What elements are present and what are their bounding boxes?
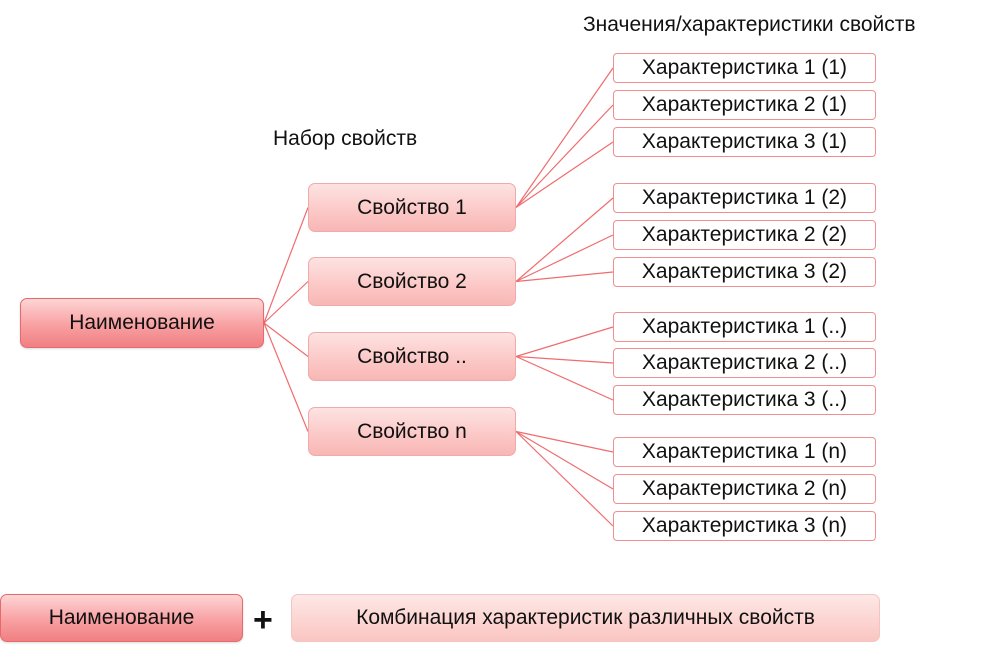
value-node-1-1: Характеристика 1 (1)	[613, 53, 876, 83]
connector-property-1-value-2	[515, 104, 614, 208]
connector-property-2-value-2	[515, 234, 614, 283]
connector-property-4-value-2	[515, 430, 614, 490]
value-node-4-2: Характеристика 2 (n)	[613, 474, 876, 504]
connector-property-3-value-1	[515, 326, 614, 358]
connector-property-3-value-3	[515, 355, 614, 401]
plus-sign: +	[253, 601, 273, 639]
value-node-3-3: Характеристика 3 (..)	[613, 385, 876, 415]
formula-name-box: Наименование	[0, 594, 243, 642]
connector-root-property-1	[263, 207, 309, 324]
connector-property-1-value-3	[515, 141, 614, 208]
connector-property-3-value-2	[515, 355, 614, 364]
formula-combination-box: Комбинация характеристик различных свойс…	[291, 594, 880, 642]
value-node-3-2: Характеристика 2 (..)	[613, 348, 876, 378]
value-node-3-1: Характеристика 1 (..)	[613, 312, 876, 342]
properties-header: Набор свойств	[273, 127, 418, 150]
connector-property-2-value-3	[515, 271, 614, 283]
value-node-2-2: Характеристика 2 (2)	[613, 220, 876, 250]
property-node-1: Свойство 1	[308, 183, 516, 232]
connector-root-property-2	[263, 281, 309, 324]
connector-root-property-3	[263, 322, 309, 357]
value-node-4-3: Характеристика 3 (n)	[613, 511, 876, 541]
property-node-2: Свойство 2	[308, 257, 516, 306]
connector-property-4-value-1	[515, 430, 614, 453]
connector-property-1-value-1	[515, 67, 614, 208]
values-header: Значения/характеристики свойств	[583, 13, 916, 36]
connector-property-4-value-3	[515, 431, 614, 527]
value-node-2-3: Характеристика 3 (2)	[613, 257, 876, 287]
root-node: Наименование	[20, 298, 264, 348]
value-node-1-2: Характеристика 2 (1)	[613, 90, 876, 120]
connector-root-property-4	[263, 322, 309, 432]
connector-property-2-value-1	[515, 197, 614, 282]
property-node-3: Свойство ..	[308, 332, 516, 381]
property-node-4: Свойство n	[308, 407, 516, 456]
value-node-2-1: Характеристика 1 (2)	[613, 183, 876, 213]
value-node-4-1: Характеристика 1 (n)	[613, 437, 876, 467]
value-node-1-3: Характеристика 3 (1)	[613, 127, 876, 157]
